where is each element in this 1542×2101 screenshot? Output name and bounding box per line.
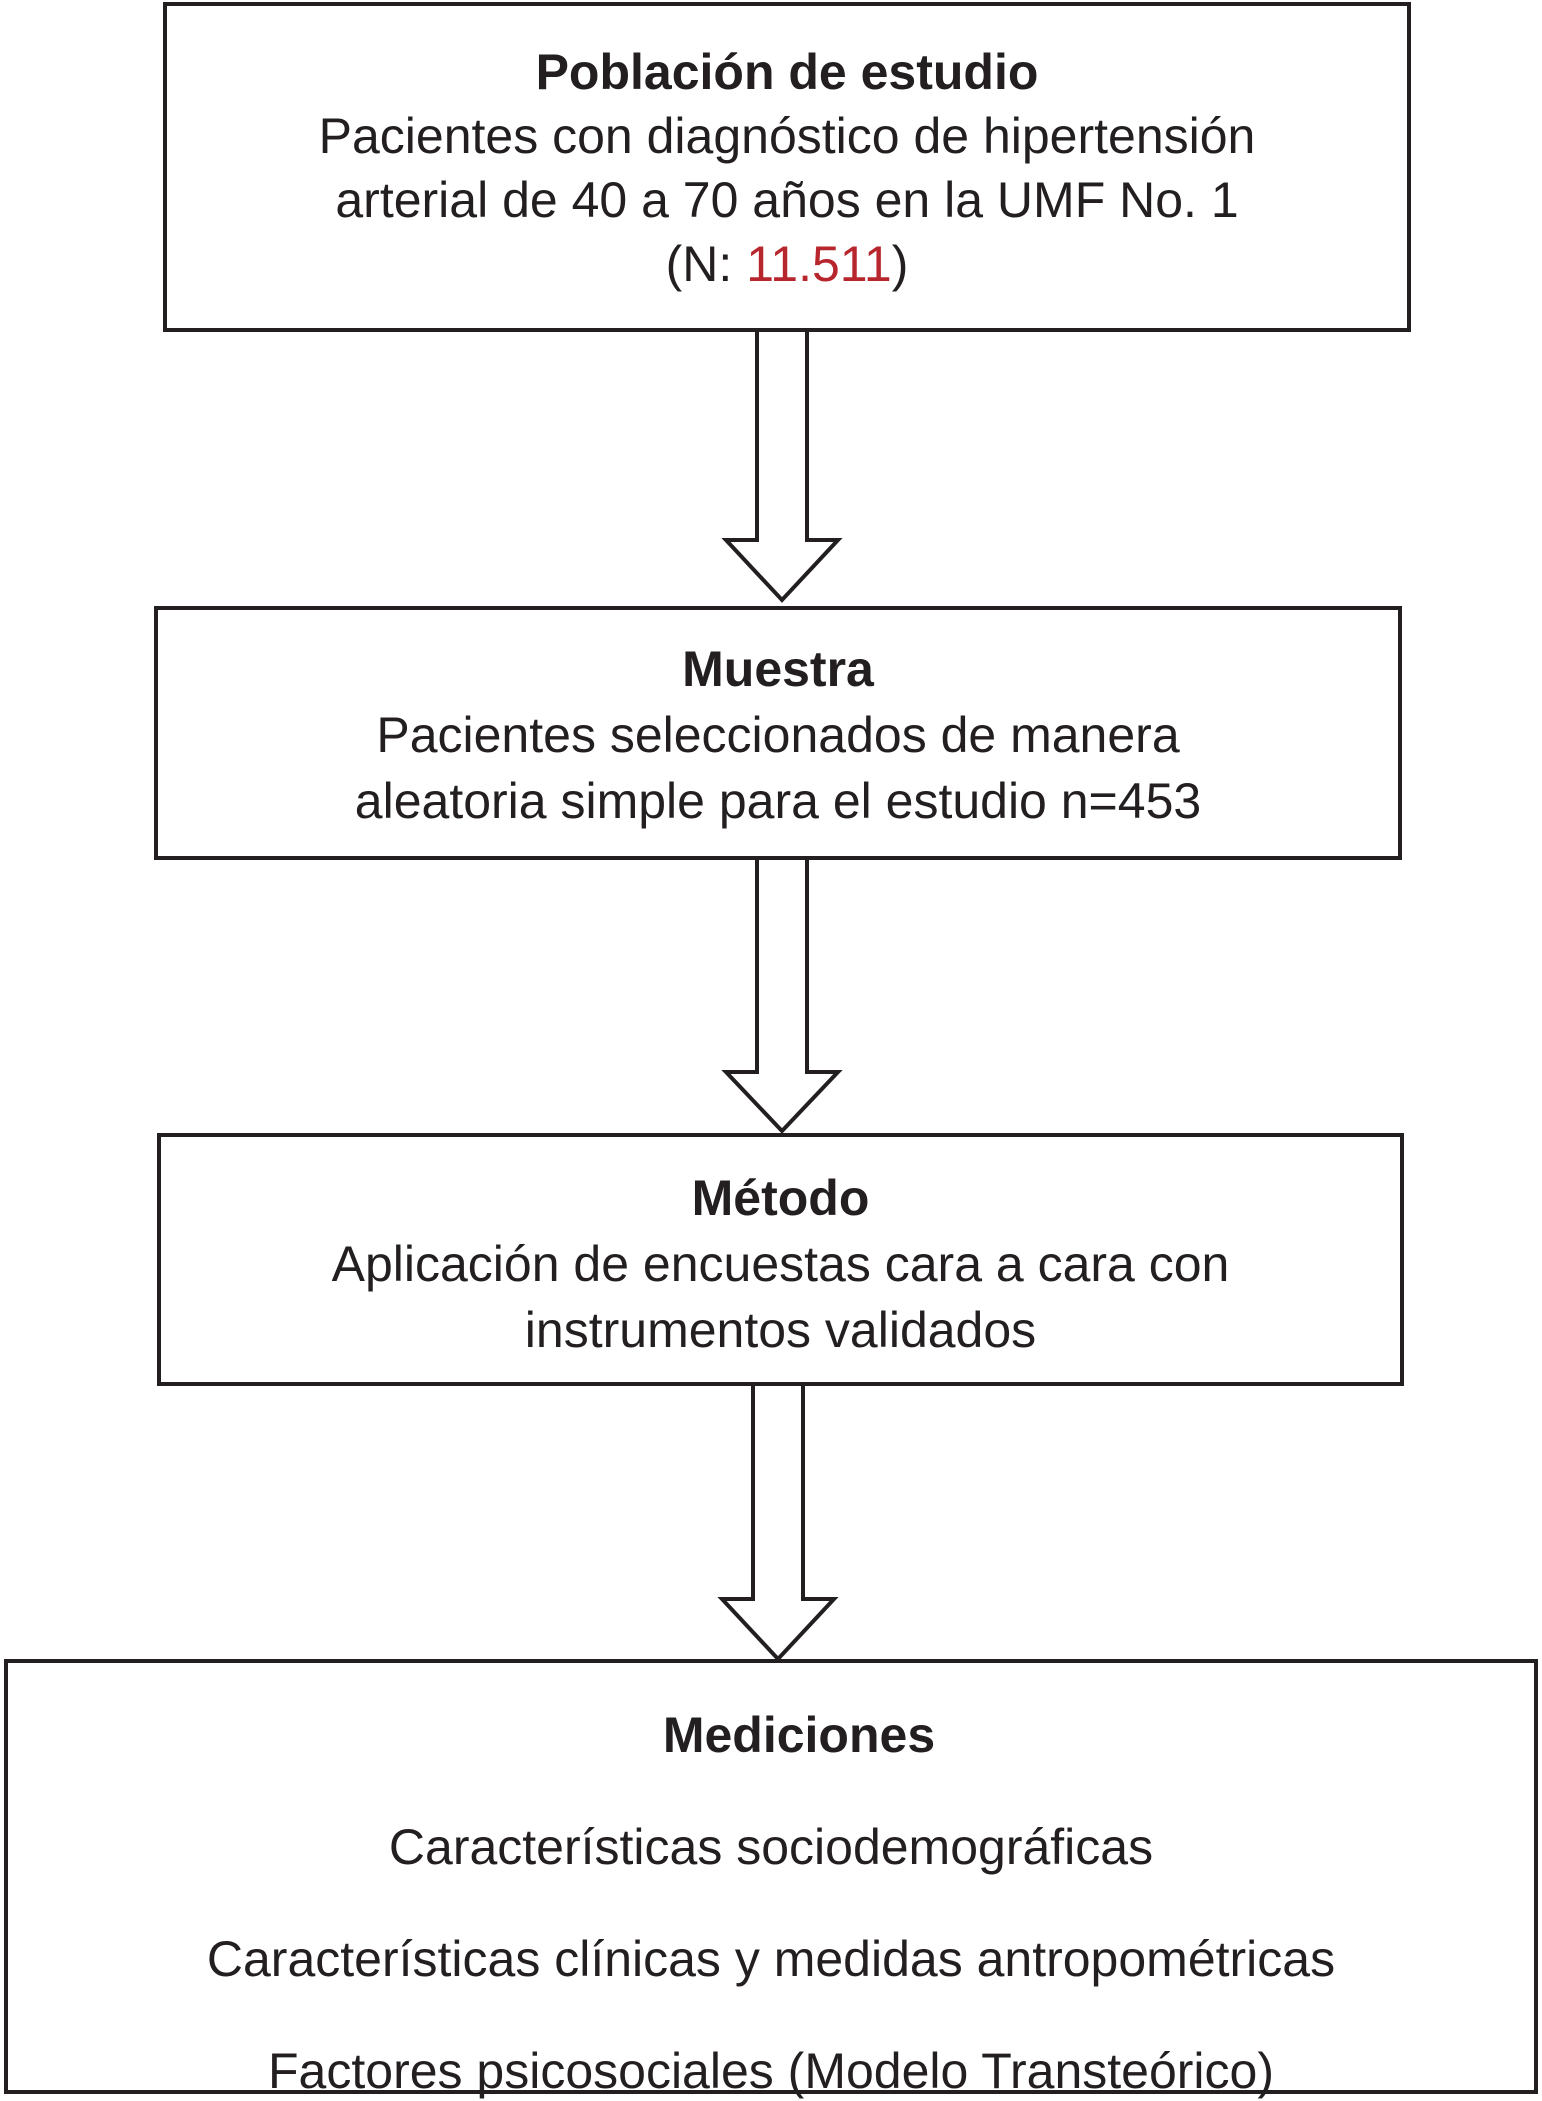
poblacion-n-value: 11.511 (746, 236, 892, 292)
box-muestra: Muestra Pacientes seleccionados de maner… (154, 606, 1402, 860)
arrow-down-icon (717, 1384, 839, 1662)
box-metodo: Método Aplicación de encuestas cara a ca… (157, 1133, 1404, 1386)
metodo-title: Método (691, 1170, 870, 1226)
box-poblacion-de-estudio: Población de estudio Pacientes con diagn… (163, 2, 1411, 332)
arrow-down-icon (721, 858, 843, 1134)
poblacion-line-1: Pacientes con diagnóstico de hipertensió… (318, 108, 1256, 164)
arrow-down-icon (721, 330, 843, 603)
poblacion-n-line: (N: 11.511) (167, 232, 1407, 296)
mediciones-title: Mediciones (662, 1707, 936, 1763)
metodo-line-1: Aplicación de encuestas cara a cara con (331, 1236, 1230, 1292)
poblacion-title: Población de estudio (535, 44, 1039, 100)
mediciones-item: Factores psicosociales (Modelo Transteór… (268, 2043, 1274, 2099)
muestra-title: Muestra (682, 641, 874, 697)
muestra-line-2: aleatoria simple para el estudio n=453 (354, 773, 1202, 829)
metodo-line-2: instrumentos validados (524, 1302, 1037, 1358)
muestra-line-1: Pacientes seleccionados de manera (376, 707, 1180, 763)
box-mediciones: Mediciones Características sociodemográf… (4, 1659, 1538, 2099)
poblacion-n-suffix: ) (891, 236, 909, 292)
mediciones-item: Características sociodemográficas (388, 1819, 1154, 1875)
mediciones-item: Características clínicas y medidas antro… (206, 1931, 1336, 1987)
poblacion-line-2: arterial de 40 a 70 años en la UMF No. 1 (335, 172, 1239, 228)
poblacion-n-prefix: (N: (665, 236, 747, 292)
